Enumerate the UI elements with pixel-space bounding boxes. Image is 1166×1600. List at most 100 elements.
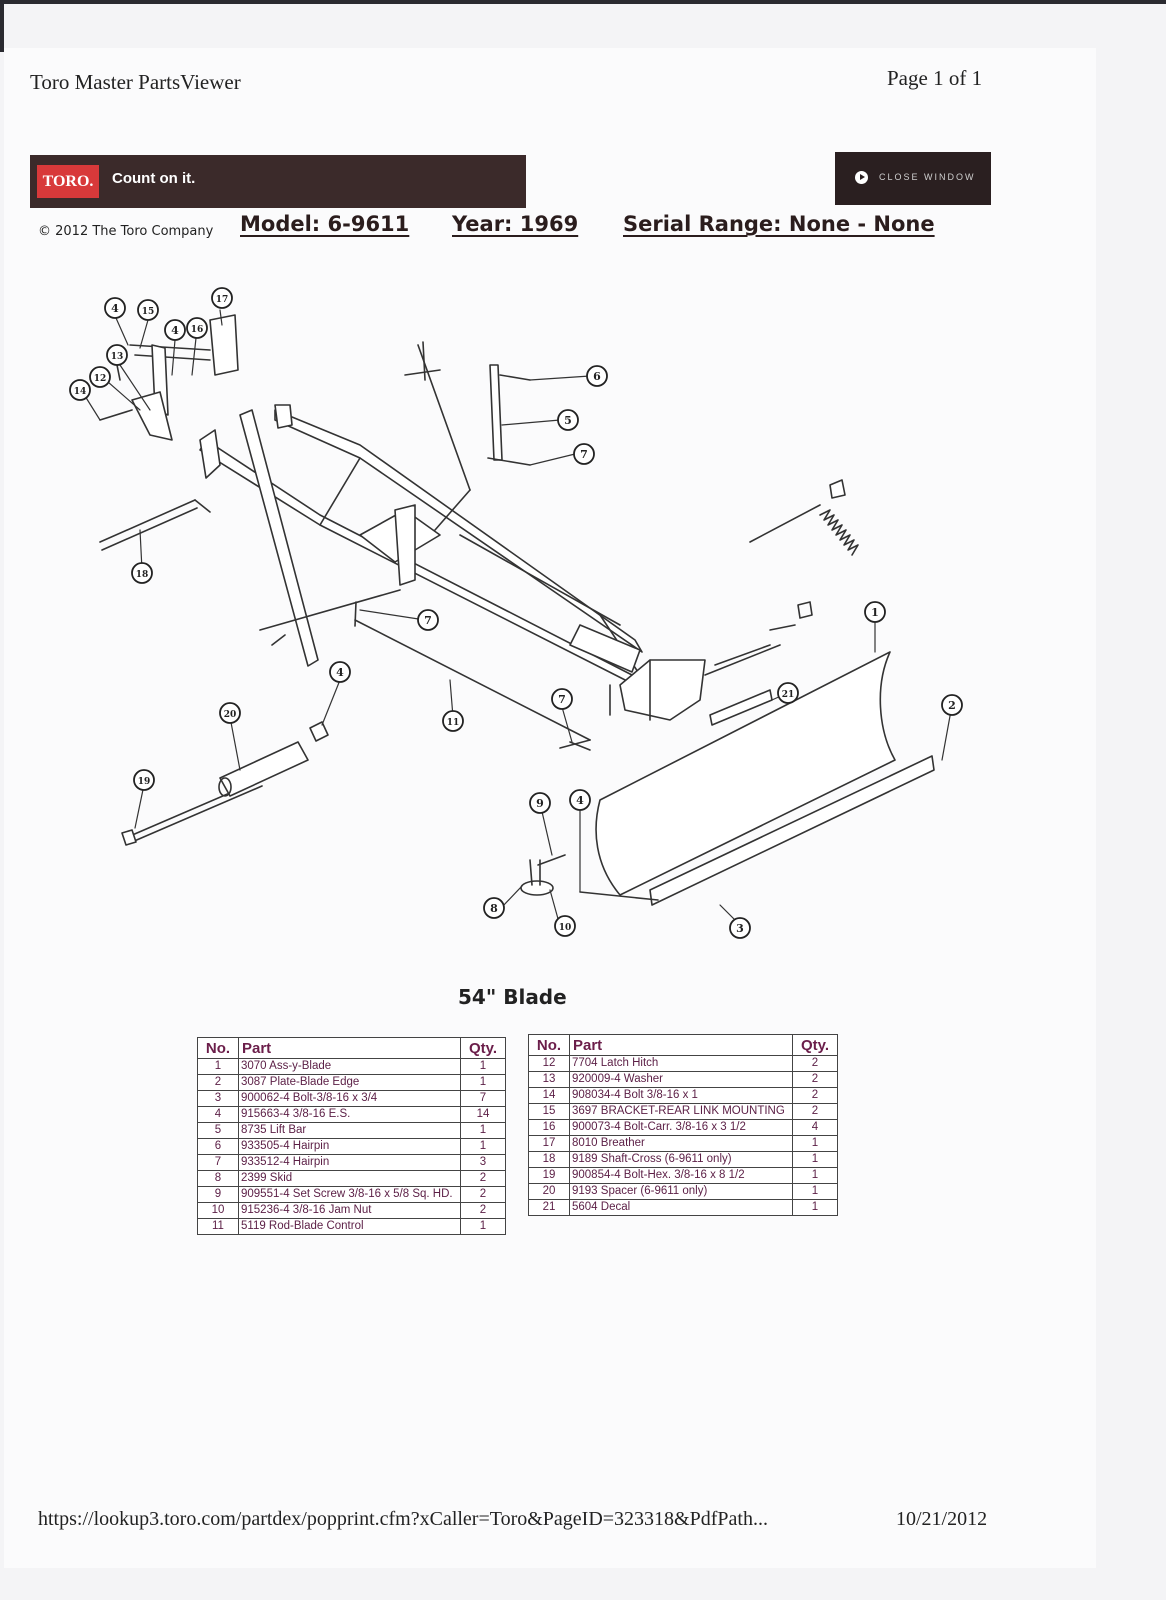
col-part: Part [569,1034,793,1056]
callout-circle [777,682,799,704]
part-quantity: 2 [792,1103,838,1120]
close-window-label: CLOSE WINDOW [879,172,976,182]
scan-edge-left [0,0,4,52]
callout-label: 4 [336,666,344,679]
callout-label: 17 [216,295,229,305]
col-no: No. [528,1034,570,1056]
part-number: 4 [197,1106,239,1123]
control-linkage [404,341,471,531]
part-quantity: 2 [460,1170,506,1187]
close-window-button[interactable]: CLOSE WINDOW [835,152,991,205]
skid [520,854,566,896]
col-no: No. [197,1037,239,1059]
spring [749,479,859,619]
callout-circle [586,365,608,387]
callout-label: 15 [142,307,155,317]
callout-label: 8 [490,902,498,915]
part-description: 8010 Breather [569,1135,793,1152]
part-description: 900073-4 Bolt-Carr. 3/8-16 x 3 1/2 [569,1119,793,1136]
callout-label: 7 [424,614,432,627]
part-number: 14 [528,1087,570,1104]
part-number: 17 [528,1135,570,1152]
callout-label: 9 [536,797,544,810]
part-description: 8735 Lift Bar [238,1122,461,1139]
part-description: 908034-4 Bolt 3/8-16 x 1 [569,1087,793,1104]
part-number: 2 [197,1074,239,1091]
year-label: Year: 1969 [452,212,579,236]
model-label: Model: 6-9611 [240,212,410,236]
callout-circle [329,661,351,683]
callout-label: 6 [593,370,601,383]
play-circle-icon [855,171,868,184]
part-quantity: 7 [460,1090,506,1107]
tagline: Count on it. [112,170,196,187]
callout-circle [186,317,208,339]
page-header-title: Toro Master PartsViewer [30,70,241,94]
part-description: 2399 Skid [238,1170,461,1187]
part-quantity: 1 [792,1167,838,1184]
part-description: 5604 Decal [569,1199,793,1216]
part-quantity: 1 [792,1183,838,1200]
callout-label: 11 [447,718,460,728]
part-quantity: 4 [792,1119,838,1136]
part-number: 12 [528,1055,570,1072]
callout-circle [941,694,963,716]
part-description: 3087 Plate-Blade Edge [238,1074,461,1091]
part-quantity: 2 [460,1202,506,1219]
part-description: 7704 Latch Hitch [569,1055,793,1072]
callout-circle [106,344,128,366]
col-qty: Qty. [792,1034,838,1056]
callout-circle [569,789,591,811]
part-description: 909551-4 Set Screw 3/8-16 x 5/8 Sq. HD. [238,1186,461,1203]
cross-shaft [99,499,211,551]
part-number: 1 [197,1058,239,1075]
callout-circle [89,366,111,388]
callout-label: 18 [136,570,149,580]
scan-edge [0,0,1166,4]
part-description: 900062-4 Bolt-3/8-16 x 3/4 [238,1090,461,1107]
part-quantity: 1 [460,1138,506,1155]
footer-url: https://lookup3.toro.com/partdex/popprin… [38,1508,768,1530]
part-number: 15 [528,1103,570,1120]
page-number: Page 1 of 1 [887,66,983,90]
callout-label: 1 [871,606,879,619]
callout-circle [104,297,126,319]
callout-circle [131,562,153,584]
callout-circle [529,792,551,814]
callout-label: 4 [111,302,119,315]
part-description: 9193 Spacer (6-9611 only) [569,1183,793,1200]
callout-label: 21 [782,690,795,700]
part-description: 3070 Ass-y-Blade [238,1058,461,1075]
part-description: 933505-4 Hairpin [238,1138,461,1155]
part-quantity: 2 [792,1087,838,1104]
toro-logo: TORO. [37,165,99,198]
a-frame [199,404,643,686]
callout-circle [573,443,595,465]
part-description: 9189 Shaft-Cross (6-9611 only) [569,1151,793,1168]
callout-label: 7 [580,448,588,461]
part-number: 11 [197,1218,239,1235]
callout-circle [417,609,439,631]
part-number: 3 [197,1090,239,1107]
part-quantity: 2 [792,1071,838,1088]
serial-range-label: Serial Range: None - None [623,212,935,236]
footer-date: 10/21/2012 [896,1508,988,1530]
callout-label: 2 [948,699,956,712]
callout-label: 19 [138,777,151,787]
callout-circle [211,287,233,309]
callout-label: 16 [191,325,204,335]
col-qty: Qty. [460,1037,506,1059]
lift-bar-left [239,409,401,667]
